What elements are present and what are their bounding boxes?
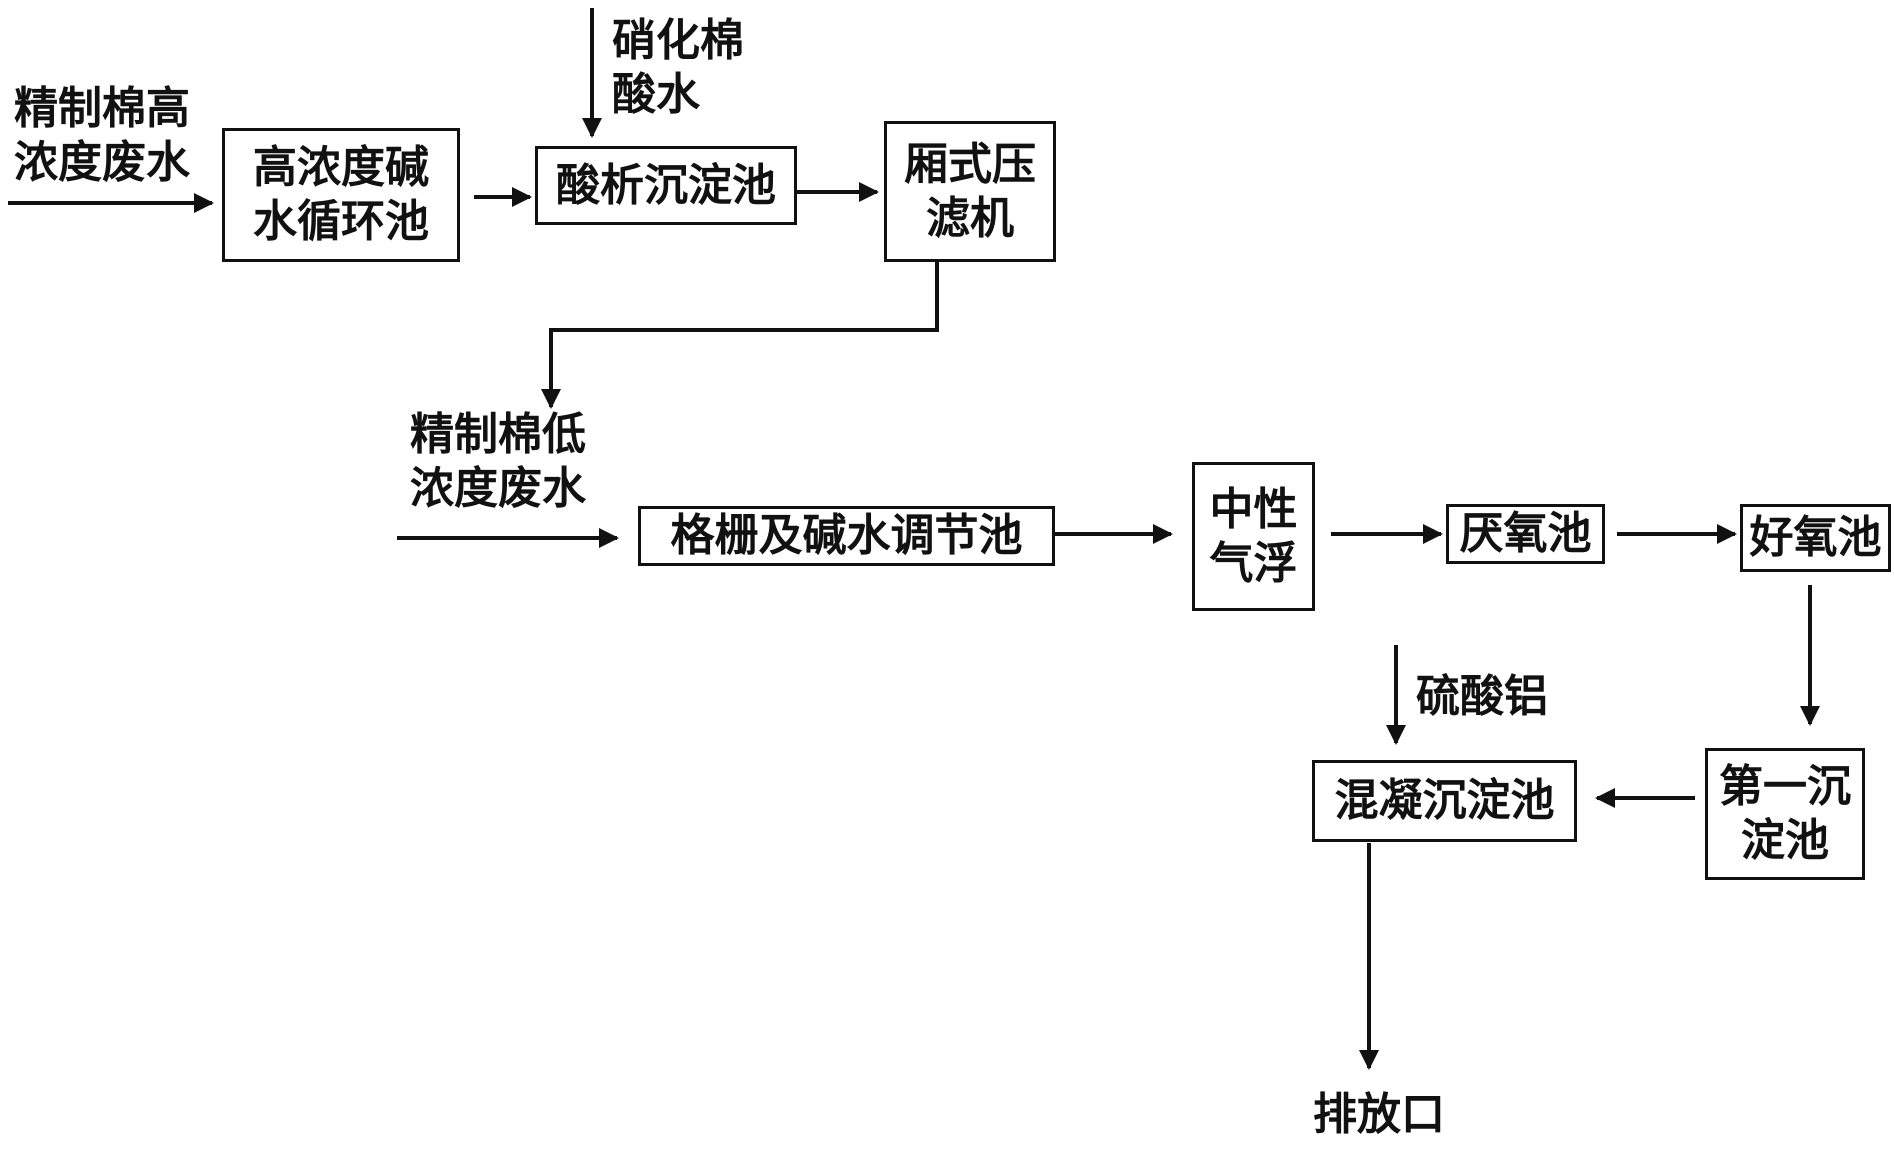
node-anaerobic-tank: 厌氧池 [1446, 504, 1605, 564]
input-low-conc-wastewater: 精制棉低 浓度废水 [410, 409, 586, 514]
node-acid-precipitation-tank: 酸析沉淀池 [535, 146, 797, 225]
input-aluminium-sulfate: 硫酸铝 [1416, 671, 1548, 722]
input-high-conc-wastewater: 精制棉高 浓度废水 [14, 83, 190, 188]
node-coagulation-tank: 混凝沉淀池 [1312, 760, 1577, 842]
node-first-settling-tank: 第一沉 淀池 [1705, 748, 1865, 880]
input-nitrocellulose-acid-water: 硝化棉 酸水 [612, 15, 744, 120]
node-alkali-circulation-tank: 高浓度碱 水循环池 [222, 128, 460, 262]
node-aerobic-tank: 好氧池 [1740, 504, 1891, 572]
node-neutral-air-flotation: 中性 气浮 [1192, 462, 1315, 611]
output-discharge-outlet: 排放口 [1313, 1089, 1445, 1140]
node-grid-regulating-tank: 格栅及碱水调节池 [638, 506, 1055, 566]
arrow-filter-press-return [541, 262, 939, 409]
node-filter-press: 厢式压 滤机 [884, 121, 1056, 262]
